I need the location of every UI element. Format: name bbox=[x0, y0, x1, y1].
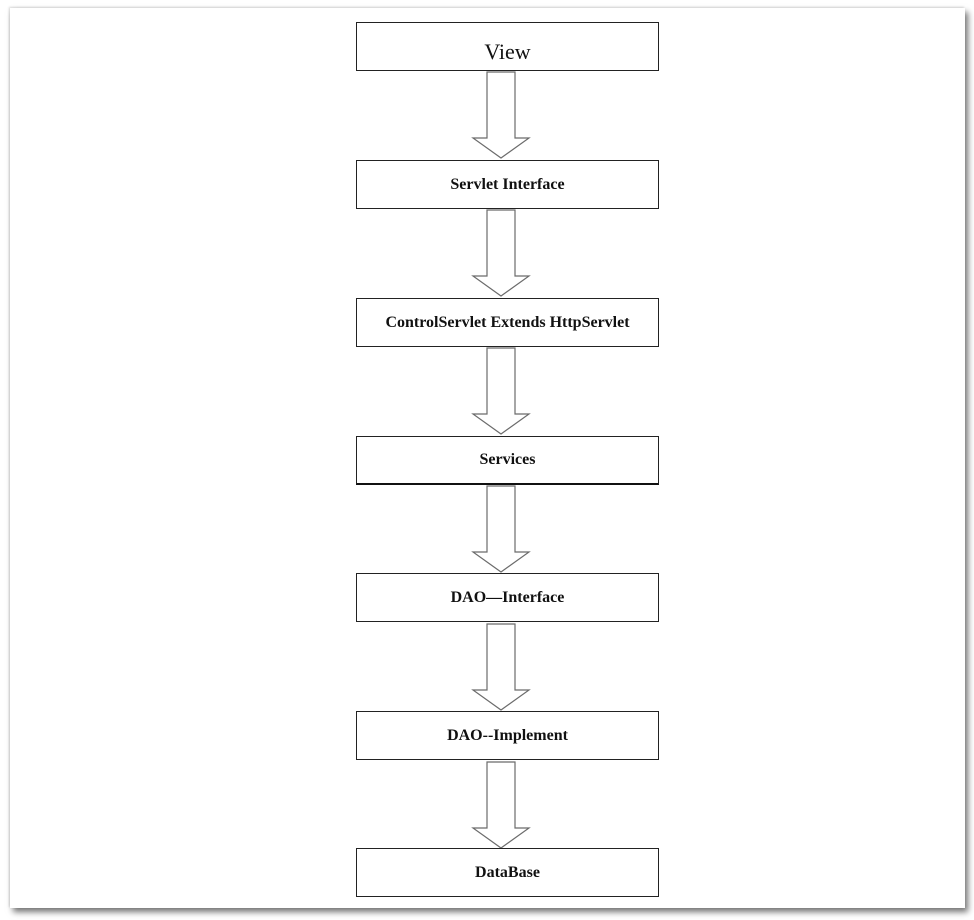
database-box: DataBase bbox=[356, 848, 659, 897]
down-arrow-3 bbox=[471, 347, 531, 435]
down-arrow-5 bbox=[471, 623, 531, 711]
servlet-interface-box: Servlet Interface bbox=[356, 160, 659, 209]
down-arrow-2 bbox=[471, 209, 531, 297]
control-servlet-box: ControlServlet Extends HttpServlet bbox=[356, 298, 659, 347]
dao-interface-box: DAO—Interface bbox=[356, 573, 659, 622]
down-arrow-4 bbox=[471, 485, 531, 573]
down-arrow-1 bbox=[471, 71, 531, 159]
down-arrow-6 bbox=[471, 761, 531, 849]
services-box: Services bbox=[356, 436, 659, 485]
dao-implement-box: DAO--Implement bbox=[356, 711, 659, 760]
view-box: View bbox=[356, 22, 659, 71]
